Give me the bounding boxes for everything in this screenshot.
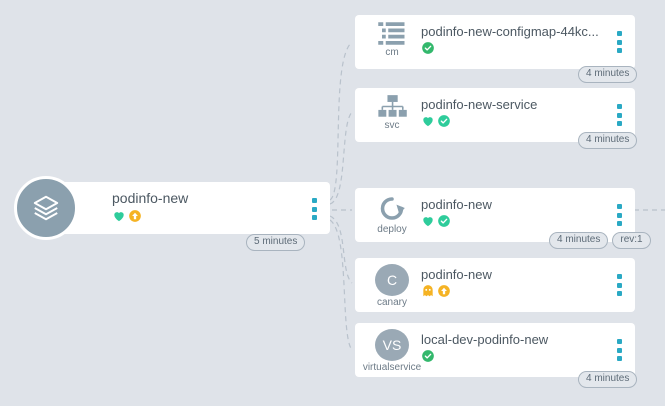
status-badges — [421, 41, 601, 55]
resource-title: podinfo-new-service — [421, 97, 538, 112]
card-kebab-menu[interactable] — [613, 274, 625, 296]
resource-card-service[interactable]: svc podinfo-new-service — [355, 88, 635, 142]
resource-card-virtualservice[interactable]: VS virtualservice local-dev-podinfo-new — [355, 323, 635, 377]
card-kebab-menu[interactable] — [613, 31, 625, 53]
progressing-badge — [421, 284, 435, 298]
root-age-pill: 5 minutes — [246, 234, 306, 251]
synced-check-badge — [421, 349, 435, 363]
status-badges — [421, 284, 601, 298]
root-title: podinfo-new — [112, 190, 189, 206]
card-body: podinfo-new-configmap-44kc... — [421, 24, 601, 55]
status-badges — [421, 349, 601, 363]
status-badges — [421, 114, 601, 128]
resource-kind-label: cm — [385, 47, 399, 58]
card-body: local-dev-podinfo-new — [421, 332, 601, 363]
age-pill: 4 minutes — [578, 132, 638, 149]
avatar: C — [375, 264, 409, 296]
resource-card-deploy[interactable]: deploy podinfo-new — [355, 188, 635, 242]
resource-card-configmap[interactable]: cm podinfo-new-configmap-44kc... — [355, 15, 635, 69]
virtualservice-pill-row: 4 minutes — [578, 371, 638, 388]
resource-kind-label: virtualservice — [362, 362, 422, 373]
healthy-heart-badge — [421, 214, 435, 228]
deploy-pill-row: 4 minutes rev:1 — [549, 232, 651, 249]
root-card-body: podinfo-new — [112, 190, 188, 223]
card-kebab-menu[interactable] — [613, 104, 625, 126]
service-pill-row: 4 minutes — [578, 132, 638, 149]
config-list-icon: cm — [369, 21, 415, 65]
card-kebab-menu[interactable] — [613, 204, 625, 226]
age-pill: 4 minutes — [549, 232, 609, 249]
avatar: VS — [375, 329, 409, 361]
out-of-sync-arrow-badge — [437, 284, 451, 298]
resource-title: podinfo-new — [421, 267, 492, 282]
root-node-podinfo-new[interactable]: podinfo-new — [14, 176, 330, 240]
out-of-sync-arrow-badge — [128, 209, 142, 223]
resource-kind-label: canary — [376, 297, 407, 308]
age-pill: 4 minutes — [578, 66, 638, 83]
resource-title: podinfo-new — [421, 197, 492, 212]
hierarchy-icon: svc — [369, 94, 415, 138]
synced-check-badge — [437, 214, 451, 228]
letter-avatar-icon: VS virtualservice — [363, 329, 421, 373]
healthy-heart-badge — [421, 114, 435, 128]
letter-avatar-icon: C canary — [369, 264, 415, 308]
synced-check-badge — [437, 114, 451, 128]
rotate-arrow-icon: deploy — [369, 194, 415, 238]
resource-kind-label: svc — [384, 120, 400, 131]
root-kebab-menu[interactable] — [308, 198, 320, 220]
card-body: podinfo-new — [421, 267, 601, 298]
card-body: podinfo-new — [421, 197, 601, 228]
age-pill: 4 minutes — [578, 371, 638, 388]
status-badges — [421, 214, 601, 228]
synced-check-badge — [421, 41, 435, 55]
resource-title: podinfo-new-configmap-44kc... — [421, 24, 599, 39]
revision-pill: rev:1 — [612, 232, 651, 249]
resource-kind-label: deploy — [377, 224, 407, 235]
configmap-pill-row: 4 minutes — [578, 66, 638, 83]
healthy-heart-badge — [112, 209, 126, 223]
root-pill-row: 5 minutes — [246, 234, 306, 251]
card-kebab-menu[interactable] — [613, 339, 625, 361]
root-status-badges — [112, 209, 188, 223]
resource-card-canary[interactable]: C canary podinfo-new — [355, 258, 635, 312]
root-card[interactable]: podinfo-new — [54, 182, 330, 234]
resource-title: local-dev-podinfo-new — [421, 332, 549, 347]
card-body: podinfo-new-service — [421, 97, 601, 128]
layers-stack-icon — [14, 176, 78, 240]
